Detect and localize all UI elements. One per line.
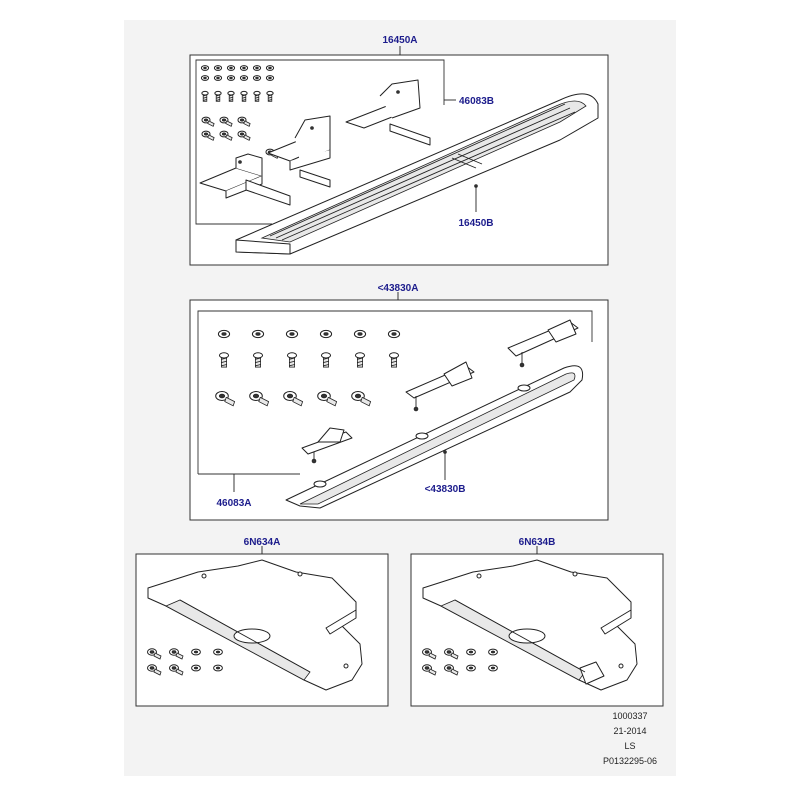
bolt-icon xyxy=(218,352,230,368)
flange-bolt-icon xyxy=(422,664,437,676)
flange-bolt-icon xyxy=(283,391,304,407)
callout-6N634B: 6N634B xyxy=(519,537,556,548)
flange-bolt-icon xyxy=(444,664,459,676)
nut-icon xyxy=(213,75,223,81)
flange-bolt-icon xyxy=(444,648,459,660)
nut-icon xyxy=(488,648,498,656)
panel-shield-right: 6N634B xyxy=(410,537,664,707)
nut-icon xyxy=(213,664,223,672)
nut-icon xyxy=(200,65,210,71)
fastener-set-4 xyxy=(422,648,498,676)
nut-icon xyxy=(387,329,401,339)
flange-bolt-icon xyxy=(147,648,162,660)
fastener-set-3 xyxy=(147,648,223,676)
bolt-icon xyxy=(214,90,222,102)
flange-bolt-icon xyxy=(422,648,437,660)
model-code: LS xyxy=(624,741,635,751)
flange-bolt-icon xyxy=(169,648,184,660)
panel-running-board: 16450A 46083B xyxy=(189,35,609,266)
footer-block: 1000337 21-2014 LS P0132295-06 xyxy=(603,711,657,766)
nut-icon xyxy=(353,329,367,339)
illustration-number: 1000337 xyxy=(612,711,647,721)
side-step-bracket-3 xyxy=(301,427,353,464)
nut-icon xyxy=(239,65,249,71)
nut-icon xyxy=(265,65,275,71)
nut-icon xyxy=(466,664,476,672)
nut-icon xyxy=(252,65,262,71)
callout-43830B: <43830B xyxy=(425,484,466,495)
flange-bolt-icon xyxy=(249,391,270,407)
nut-icon xyxy=(213,65,223,71)
fastener-set-2 xyxy=(215,329,401,407)
flange-bolt-icon xyxy=(201,130,215,141)
underbody-shield-right xyxy=(422,559,638,691)
callout-16450A: 16450A xyxy=(382,35,417,46)
nut-icon xyxy=(200,75,210,81)
bolt-icon xyxy=(266,90,274,102)
nut-icon xyxy=(251,329,265,339)
side-step-bracket-2 xyxy=(405,361,475,412)
bolt-icon xyxy=(252,352,264,368)
bolt-icon xyxy=(388,352,400,368)
callout-43830A: <43830A xyxy=(378,283,419,294)
nut-icon xyxy=(252,75,262,81)
nut-icon xyxy=(226,65,236,71)
nut-icon xyxy=(226,75,236,81)
bolt-icon xyxy=(354,352,366,368)
nut-icon xyxy=(191,648,201,656)
underbody-shield-left xyxy=(147,559,363,691)
callout-46083B: 46083B xyxy=(459,96,494,107)
nut-icon xyxy=(488,664,498,672)
bolt-icon xyxy=(286,352,298,368)
bolt-icon xyxy=(227,90,235,102)
bolt-icon xyxy=(253,90,261,102)
nut-icon xyxy=(191,664,201,672)
nut-icon xyxy=(217,329,231,339)
nut-icon xyxy=(239,75,249,81)
nut-icon xyxy=(265,75,275,81)
flange-bolt-icon xyxy=(317,391,338,407)
side-step xyxy=(285,365,584,509)
bolt-icon xyxy=(240,90,248,102)
callout-6N634A: 6N634A xyxy=(244,537,281,548)
side-step-bracket-1 xyxy=(507,319,579,368)
panel-shield-left: 6N634A xyxy=(135,537,389,707)
nut-icon xyxy=(466,648,476,656)
mounting-bracket-1 xyxy=(199,153,291,206)
nut-icon xyxy=(213,648,223,656)
flange-bolt-icon xyxy=(237,116,251,127)
page-code: P0132295-06 xyxy=(603,756,657,766)
flange-bolt-icon xyxy=(219,116,233,127)
running-board xyxy=(235,93,599,255)
flange-bolt-icon xyxy=(169,664,184,676)
mounting-bracket-2 xyxy=(267,115,331,188)
nut-icon xyxy=(285,329,299,339)
side-step-bracket-subframe xyxy=(197,310,593,474)
bolt-icon xyxy=(320,352,332,368)
flange-bolt-icon xyxy=(215,391,236,407)
panel-side-step: <43830A 46083A xyxy=(189,283,609,521)
flange-bolt-icon xyxy=(351,391,372,407)
mounting-bracket-3 xyxy=(345,79,431,146)
flange-bolt-icon xyxy=(147,664,162,676)
callout-46083A: 46083A xyxy=(216,498,251,509)
bolt-icon xyxy=(201,90,209,102)
flange-bolt-icon xyxy=(237,130,251,141)
date-code: 21-2014 xyxy=(613,726,646,736)
bracket-kit-subframe xyxy=(195,59,445,225)
callout-16450B: 16450B xyxy=(458,218,493,229)
flange-bolt-icon xyxy=(219,130,233,141)
nut-icon xyxy=(319,329,333,339)
flange-bolt-icon xyxy=(201,116,215,127)
